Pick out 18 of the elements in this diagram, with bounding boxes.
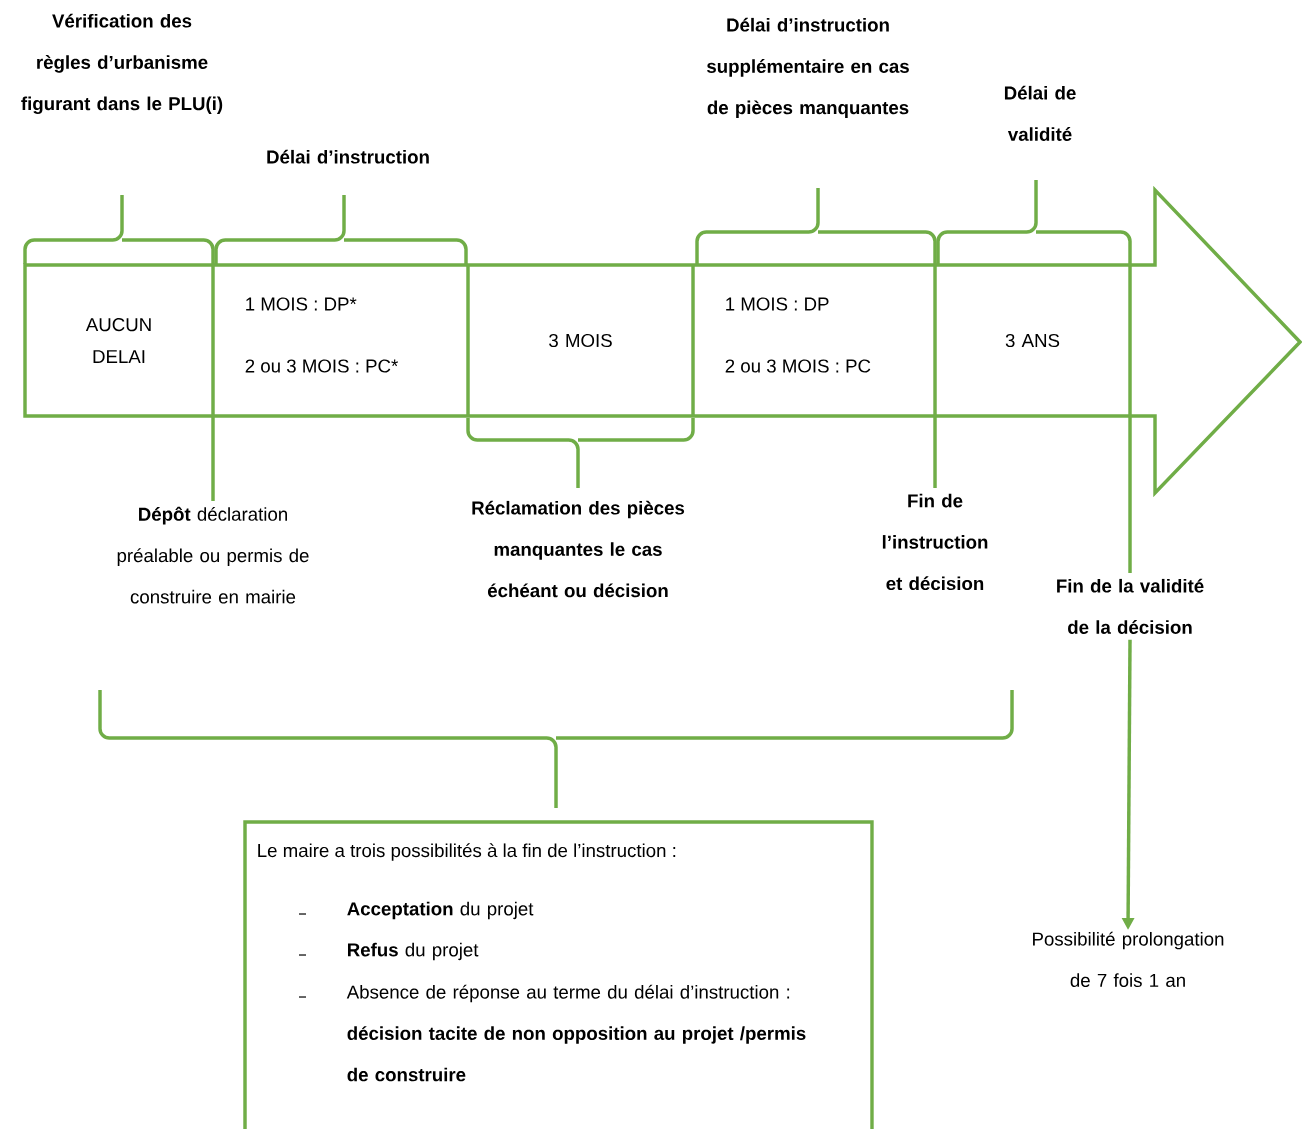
annotation-text: Vérification des règles d’urbanisme figurant dans le PLU(i) <box>21 13 223 115</box>
timeline-cell: 1 MOIS : DP* 2 ou 3 MOIS : PC* <box>245 297 398 373</box>
text-box: Le maire a trois possibilités à la fin de l’instruction : Acceptation du projet Refus du projet Absence de réponse au terme du délai d’instruction : décision tacite de non opposition au projet /permis de construire <box>243 820 874 1129</box>
leader-line <box>933 416 937 488</box>
timeline-cell: AUCUN DELAI <box>85 317 151 363</box>
annotation-text: Délai d’instruction supplémentaire en cas de pièces manquantes <box>707 17 909 118</box>
timeline-label: Dépôt déclaration préalable ou permis de construire en mairie <box>117 506 309 604</box>
leader-line <box>1128 416 1132 573</box>
timeline-cell: 3 ANS <box>1005 333 1060 348</box>
annotation-text: Délai de validité <box>1004 85 1076 141</box>
leader-line <box>211 416 215 501</box>
timeline-cell: 3 MOIS <box>549 333 612 348</box>
timeline-label: Fin de la validité de la décision <box>1057 578 1204 634</box>
annotation-text: Réclamation des pièces manquantes le cas échéant ou décision <box>472 500 685 598</box>
annotation-text: Délai d’instruction <box>267 149 429 164</box>
timeline-cell: 1 MOIS : DP 2 ou 3 MOIS : PC <box>725 297 871 373</box>
timeline-label: Possibilité prolongation de 7 fois 1 an <box>1033 931 1224 987</box>
timeline-label: Fin de l’instruction et décision <box>882 493 988 591</box>
